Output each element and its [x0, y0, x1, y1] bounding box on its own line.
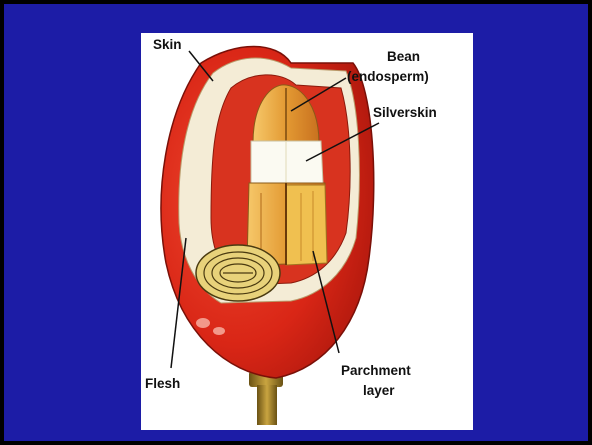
silverskin-band: [251, 141, 323, 183]
stem: [249, 371, 283, 425]
label-silverskin: Silverskin: [373, 105, 437, 120]
skin-highlight: [196, 318, 210, 328]
label-layer: layer: [363, 383, 395, 398]
label-parchment: Parchment: [341, 363, 411, 378]
label-bean: Bean: [387, 49, 420, 64]
coffee-cherry-figure: Skin Bean (endosperm) Silverskin Flesh P…: [141, 33, 473, 430]
skin-highlight: [213, 327, 225, 335]
label-flesh: Flesh: [145, 376, 180, 391]
label-skin: Skin: [153, 37, 182, 52]
bean-cross-section: [196, 245, 280, 301]
label-endosperm: (endosperm): [347, 69, 429, 84]
coffee-cherry-diagram: Skin Bean (endosperm) Silverskin Flesh P…: [141, 33, 473, 430]
parchment-layer-block: [286, 185, 327, 265]
